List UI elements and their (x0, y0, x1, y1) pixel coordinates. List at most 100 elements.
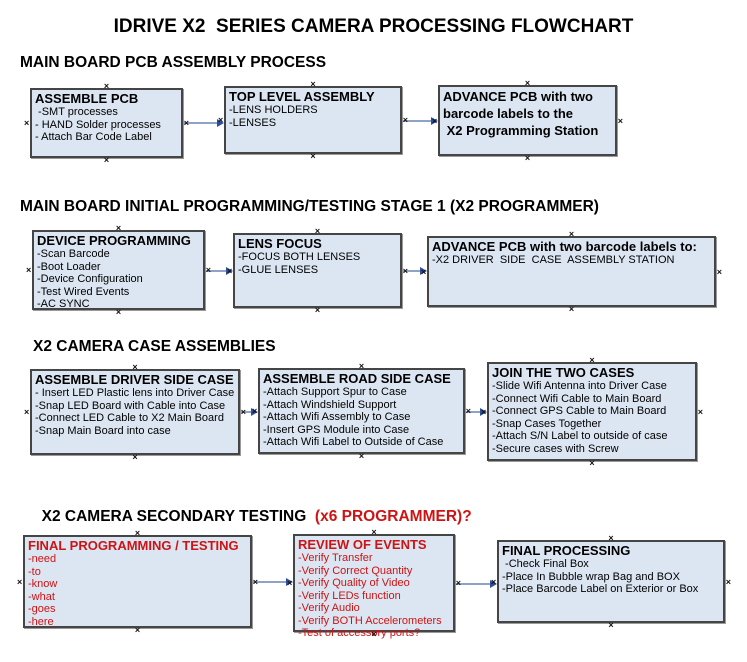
connection-point-icon: × (310, 79, 316, 89)
flow-arrow (240, 407, 258, 416)
connection-point-icon: × (26, 265, 32, 275)
arrowhead-icon (431, 116, 438, 125)
arrowhead-icon (226, 266, 233, 275)
connection-point-icon: × (716, 266, 722, 277)
connection-point-icon: × (134, 528, 141, 538)
box-item: -Device Configuration (37, 273, 143, 285)
connection-point-icon: × (358, 451, 365, 461)
connection-point-icon: × (115, 307, 122, 317)
connection-point-icon: × (608, 533, 614, 543)
box-title: X2 Programming Station (443, 123, 599, 138)
connection-point-icon: × (310, 151, 316, 161)
box-item: -Attach Wifi Assembly to Case (263, 411, 411, 423)
section-heading-case-assemblies: X2 CAMERA CASE ASSEMBLIES (33, 338, 276, 355)
connection-point-icon: × (697, 406, 703, 417)
box-title: ADVANCE PCB with two (443, 89, 593, 104)
flow-box-advance-pcb-driver-side: × × × × ADVANCE PCB with two barcode lab… (421, 230, 722, 314)
box-title: ASSEMBLE ROAD SIDE CASE (263, 371, 451, 386)
connection-point-icon: × (421, 266, 427, 277)
flow-box-assemble-road-side-case: × × × × ASSEMBLE ROAD SIDE CASE -Attach … (252, 362, 471, 461)
box-item: -Attach Wifi Label to Outside of Case (263, 436, 444, 448)
connection-point-icon: × (314, 305, 321, 315)
box-title: LENS FOCUS (238, 236, 322, 251)
box-item: -what (28, 590, 55, 603)
box-title: ADVANCE PCB with two barcode labels to: (432, 239, 697, 254)
box-item: -Place In Bubble wrap Bag and BOX (502, 570, 680, 583)
connection-point-icon: × (134, 625, 141, 635)
box-item: -Verify Audio (298, 602, 360, 614)
box-item: -AC SYNC (37, 298, 90, 310)
flow-box-final-processing: × × × × FINAL PROCESSING -Check Final Bo… (491, 534, 731, 630)
section-heading-secondary-testing: X2 CAMERA SECONDARY TESTING (x6 PROGRAMM… (33, 490, 472, 526)
connection-point-icon: × (132, 452, 138, 462)
flow-box-assemble-driver-side-case: × × × × ASSEMBLE DRIVER SIDE CASE - Inse… (24, 363, 246, 462)
connection-point-icon: × (252, 576, 258, 587)
connection-point-icon: × (205, 265, 211, 275)
flow-arrow (402, 116, 438, 125)
flow-arrow (402, 266, 427, 275)
flow-box-final-programming-testing: × × × × FINAL PROGRAMMING / TESTING -nee… (17, 529, 258, 635)
box-item: -Check Final Box (502, 558, 589, 570)
connection-point-icon: × (589, 355, 595, 365)
flow-box-advance-pcb-programming-station: × × × × ADVANCE PCB with two barcode lab… (432, 79, 623, 163)
connection-point-icon: × (617, 115, 623, 126)
box-item: -Verify BOTH Accelerometers (298, 614, 442, 627)
connection-point-icon: × (608, 620, 614, 630)
box-item: - Insert LED Plastic lens into Driver Ca… (35, 387, 235, 399)
box-item: -goes (28, 603, 56, 615)
box-item: -X2 DRIVER SIDE CASE ASSEMBLY STATION (432, 254, 675, 266)
connection-point-icon: × (524, 153, 531, 163)
connection-point-icon: × (240, 407, 246, 417)
connection-point-icon: × (402, 115, 408, 125)
box-title: REVIEW OF EVENTS (298, 537, 427, 552)
box-item: -GLUE LENSES (238, 263, 319, 276)
box-item: -Attach Support Spur to Case (263, 386, 407, 398)
flow-box-review-of-events: × × × × REVIEW OF EVENTS -Verify Transfe… (287, 528, 461, 640)
flow-box-lens-focus: × × × × LENS FOCUS -FOCUS BOTH LENSES -G… (227, 227, 408, 315)
connection-point-icon: × (132, 362, 138, 372)
box-item: -Connect GPS Cable to Main Board (492, 405, 667, 417)
connection-point-icon: × (103, 155, 110, 165)
box-item: -Attach Windshield Support (263, 398, 397, 411)
box-item: -Verify Quality of Video (298, 577, 410, 589)
arrowhead-icon (420, 266, 427, 275)
box-item: -LENS HOLDERS (229, 104, 318, 116)
section-heading-red-text: (x6 PROGRAMMER)? (310, 508, 472, 525)
connection-point-icon: × (568, 229, 575, 239)
connection-point-icon: × (455, 578, 461, 588)
box-item: -Snap LED Board with Cable into Case (35, 399, 226, 412)
box-item: -Connect Wifi Cable to Main Board (492, 392, 662, 405)
connection-point-icon: × (589, 458, 595, 468)
box-item: -Slide Wifi Antenna into Driver Case (492, 380, 667, 392)
arrowhead-icon (217, 118, 224, 127)
page-title: IDRIVE X2 SERIES CAMERA PROCESSING FLOWC… (113, 16, 634, 37)
box-title: JOIN THE TWO CASES (492, 365, 635, 380)
connection-point-icon: × (432, 115, 438, 126)
box-item: -Test of accessory ports? (298, 627, 421, 639)
section-heading-pcb-assembly: MAIN BOARD PCB ASSEMBLY PROCESS (20, 54, 327, 71)
box-title: ASSEMBLE PCB (35, 91, 139, 106)
connection-point-icon: × (287, 578, 293, 588)
box-item: -Verify Transfer (298, 552, 373, 564)
box-item: -LENSES (229, 116, 277, 129)
connection-point-icon: × (491, 576, 497, 587)
box-title: FINAL PROCESSING (502, 543, 631, 558)
arrowhead-icon (490, 579, 497, 588)
flow-arrow (183, 118, 224, 127)
box-item: -Place Barcode Label on Exterior or Box (502, 583, 699, 595)
arrowhead-icon (480, 407, 487, 416)
connection-point-icon: × (725, 576, 731, 587)
box-item: -know (28, 578, 58, 590)
box-item: -Connect LED Cable to X2 Main Board (35, 412, 224, 424)
connection-point-icon: × (465, 406, 471, 416)
connection-point-icon: × (17, 576, 23, 587)
connection-point-icon: × (24, 407, 30, 417)
arrowhead-icon (251, 407, 258, 416)
box-title: DEVICE PROGRAMMING (37, 233, 191, 248)
box-item: -Snap Main Board into case (35, 424, 171, 437)
flow-arrow (465, 407, 487, 416)
flow-arrow (205, 266, 233, 275)
connection-point-icon: × (24, 118, 30, 128)
box-item: -Scan Barcode (37, 248, 110, 260)
connection-point-icon: × (402, 265, 408, 276)
